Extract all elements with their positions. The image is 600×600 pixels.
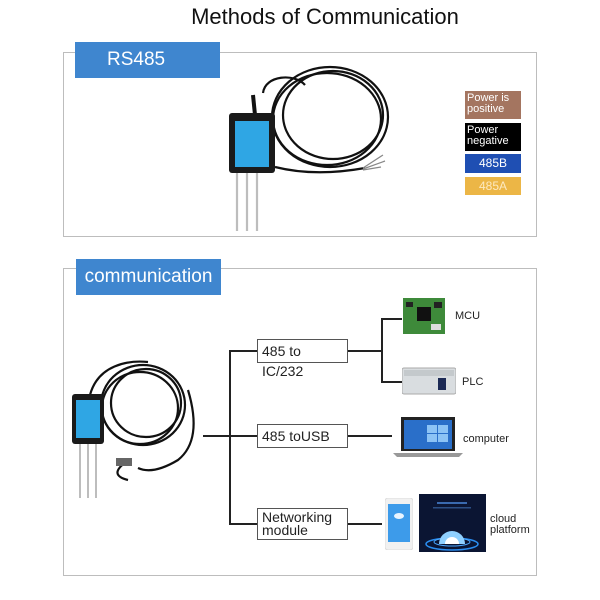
mcu-image (403, 298, 445, 334)
communication-tag: communication (76, 259, 221, 295)
legend-power-negative: Power negative (465, 123, 521, 151)
legend-power-positive: Power is positive (465, 91, 521, 119)
mcu-plc-vertical (381, 318, 383, 382)
network-out (348, 523, 382, 525)
rs485-tag: RS485 (75, 42, 220, 78)
page-title: Methods of Communication (191, 4, 459, 29)
wire-legend: Power is positive Power negative 485B 48… (465, 91, 521, 195)
wire-ends (362, 154, 386, 171)
communication-tag-label: communication (84, 266, 213, 287)
ic232-out (348, 350, 382, 352)
usb-sensor-image (72, 360, 195, 498)
rs485-sensor-image (229, 65, 390, 231)
cable-coil (261, 65, 390, 174)
label-computer: computer (463, 433, 509, 445)
sensor-label (235, 121, 269, 167)
trunk-horizontal (203, 435, 230, 437)
label-mcu: MCU (455, 310, 481, 322)
branch-ic232 (229, 350, 257, 352)
computer-image (393, 417, 463, 457)
trunk-vertical (229, 350, 231, 524)
legend-485a: 485A (465, 177, 521, 195)
to-plc (381, 381, 402, 383)
node-networking-module: Networking module (257, 508, 348, 540)
to-mcu (381, 318, 402, 320)
cloud-platform-image (419, 494, 486, 552)
label-plc: PLC (462, 376, 484, 388)
usb-out (348, 435, 392, 437)
branch-usb (229, 435, 257, 437)
sensor-label (76, 400, 100, 438)
plc-image (402, 367, 456, 395)
label-cloud-platform: cloud platform (490, 513, 530, 536)
branch-network (229, 523, 257, 525)
phone-image (385, 498, 413, 550)
legend-485b: 485B (465, 154, 521, 173)
rs485-tag-label: RS485 (107, 49, 166, 70)
node-485-to-usb: 485 toUSB (257, 424, 348, 448)
node-485-to-ic232: 485 to IC/232 (257, 339, 348, 379)
